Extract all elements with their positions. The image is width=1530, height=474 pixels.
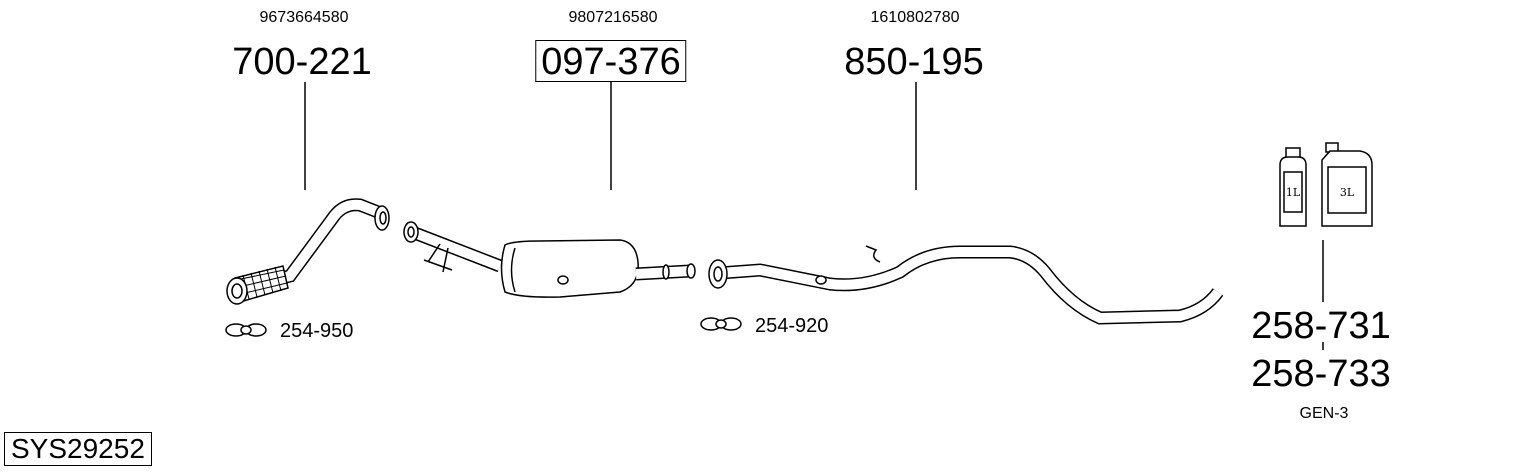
additive-note: GEN-3 bbox=[1299, 405, 1349, 422]
part-number-258-731[interactable]: 258-731 bbox=[1251, 305, 1391, 347]
system-id-badge: SYS29252 bbox=[4, 432, 152, 466]
clamp-icon-254-920 bbox=[700, 317, 742, 331]
part-number-700-221[interactable]: 700-221 bbox=[232, 41, 372, 83]
bottle-1l-label: 1L bbox=[1286, 186, 1301, 199]
clamp-label-254-950[interactable]: 254-950 bbox=[280, 320, 354, 342]
oe-number-3: 1610802780 bbox=[870, 9, 960, 26]
oe-number-2: 9807216580 bbox=[568, 9, 658, 26]
clamp-label-254-920[interactable]: 254-920 bbox=[755, 315, 829, 337]
bottle-1l-icon: 1L bbox=[1279, 147, 1307, 227]
part-number-850-195[interactable]: 850-195 bbox=[844, 41, 984, 83]
front-pipe-700-221 bbox=[226, 198, 390, 305]
clamp-icon-254-950 bbox=[225, 323, 267, 337]
dpf-097-376 bbox=[403, 221, 696, 298]
bottle-3l-icon: 3L bbox=[1321, 142, 1373, 227]
bottle-3l-label: 3L bbox=[1340, 186, 1355, 199]
oe-number-1: 9673664580 bbox=[259, 9, 349, 26]
part-number-097-376[interactable]: 097-376 bbox=[535, 40, 687, 82]
part-number-258-733[interactable]: 258-733 bbox=[1251, 353, 1391, 395]
rear-pipe-850-195 bbox=[708, 245, 1224, 325]
